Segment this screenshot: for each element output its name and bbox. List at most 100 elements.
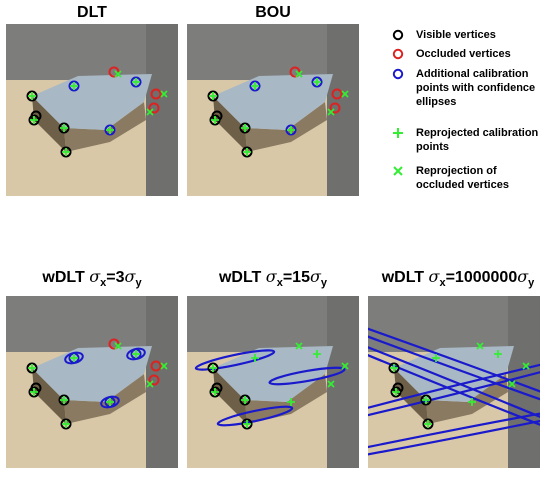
reprojected-calibration-marker [251, 82, 259, 90]
reprojected-calibration-marker [241, 396, 249, 404]
reprojected-calibration-marker [313, 78, 321, 86]
visible-vertex-marker [60, 418, 72, 430]
panel-title-wdlt-15: wDLT σx=15σy [218, 267, 328, 289]
reprojected-occluded-marker [114, 342, 122, 350]
scene-image [6, 24, 178, 196]
blue-circle-icon [388, 67, 408, 81]
legend-occluded-vertices: Occluded vertices [388, 47, 546, 61]
visible-vertex-marker [422, 418, 434, 430]
confidence-ellipse [368, 302, 540, 468]
scene-image [368, 296, 540, 468]
reprojected-calibration-marker [60, 124, 68, 132]
box-top [213, 74, 333, 130]
occluded-vertex-marker [108, 66, 120, 78]
reprojected-calibration-marker [28, 364, 36, 372]
image-panel-bou [187, 24, 359, 196]
calibration-point-marker [249, 80, 261, 92]
image-panel-dlt [6, 24, 178, 196]
reprojected-calibration-marker [70, 82, 78, 90]
reprojected-occluded-marker [146, 108, 154, 116]
box-front [32, 96, 66, 152]
reprojected-calibration-marker [132, 78, 140, 86]
reprojected-occluded-marker [160, 90, 168, 98]
reprojected-calibration-marker [62, 148, 70, 156]
calibration-point-marker [311, 76, 323, 88]
box-top [394, 346, 514, 402]
reprojected-occluded-marker [476, 342, 484, 350]
box-side [426, 374, 508, 424]
visible-vertex-marker [239, 394, 251, 406]
image-panel-wdlt-3 [6, 296, 178, 468]
reprojected-calibration-marker [494, 350, 502, 358]
calibration-point-marker [130, 76, 142, 88]
reprojected-calibration-marker [209, 364, 217, 372]
legend-reprojected-calibration: Reprojected calibration points [388, 126, 546, 154]
panel-title-wdlt-1000000: wDLT σx=1000000σy [381, 267, 535, 289]
reprojected-calibration-marker [241, 124, 249, 132]
reprojected-occluded-marker [327, 108, 335, 116]
reprojected-occluded-marker [295, 342, 303, 350]
occluded-vertex-marker [331, 88, 343, 100]
confidence-ellipse [368, 394, 540, 468]
reprojected-calibration-marker [243, 420, 251, 428]
reprojected-occluded-marker [146, 380, 154, 388]
reprojected-calibration-marker [106, 398, 114, 406]
reprojected-occluded-marker [341, 90, 349, 98]
green-plus-icon [388, 126, 408, 140]
visible-vertex-marker [207, 90, 219, 102]
reprojected-calibration-marker [390, 364, 398, 372]
box-top [32, 346, 152, 402]
reprojected-occluded-marker [114, 70, 122, 78]
visible-vertex-marker [241, 146, 253, 158]
reprojected-calibration-marker [251, 354, 259, 362]
box-side [245, 374, 327, 424]
box-front [213, 368, 247, 424]
panel-title-bou: BOU [255, 4, 291, 21]
reprojected-occluded-marker [295, 70, 303, 78]
image-panel-wdlt-1000000 [368, 296, 540, 468]
visible-vertex-marker [388, 362, 400, 374]
scene-image [6, 296, 178, 468]
occluded-vertex-marker [148, 374, 160, 386]
reprojected-calibration-marker [28, 92, 36, 100]
confidence-ellipse [100, 395, 120, 409]
reprojected-calibration-marker [30, 116, 38, 124]
box-side [64, 102, 146, 152]
black-circle-icon [388, 28, 408, 42]
calibration-point-marker [68, 80, 80, 92]
reprojected-occluded-marker [341, 362, 349, 370]
visible-vertex-marker [207, 362, 219, 374]
reprojected-calibration-marker [209, 92, 217, 100]
box-side [64, 374, 146, 424]
confidence-ellipse [368, 340, 540, 440]
legend-calibration-points: Additional calibration points with confi… [388, 67, 546, 109]
reprojected-calibration-marker [211, 116, 219, 124]
occluded-vertex-marker [108, 338, 120, 350]
reprojected-calibration-marker [243, 148, 251, 156]
visible-vertex-marker [239, 122, 251, 134]
reprojected-calibration-marker [313, 350, 321, 358]
box-front [213, 96, 247, 152]
reprojected-calibration-marker [106, 126, 114, 134]
calibration-point-marker [285, 124, 297, 136]
reprojected-calibration-marker [424, 420, 432, 428]
reprojected-calibration-marker [287, 398, 295, 406]
reprojected-calibration-marker [60, 396, 68, 404]
visible-vertex-marker [26, 90, 38, 102]
scene-image [187, 24, 359, 196]
box-top [213, 346, 333, 402]
visible-vertex-marker [420, 394, 432, 406]
visible-vertex-marker [60, 146, 72, 158]
reprojected-occluded-marker [160, 362, 168, 370]
reprojected-calibration-marker [211, 388, 219, 396]
panel-title-dlt: DLT [77, 4, 107, 21]
occluded-vertex-marker [329, 102, 341, 114]
reprojected-occluded-marker [508, 380, 516, 388]
reprojected-calibration-marker [432, 354, 440, 362]
red-circle-icon [388, 47, 408, 61]
box-top [32, 74, 152, 130]
box-side [245, 102, 327, 152]
reprojected-calibration-marker [468, 398, 476, 406]
occluded-vertex-marker [289, 66, 301, 78]
confidence-ellipse [194, 349, 276, 371]
